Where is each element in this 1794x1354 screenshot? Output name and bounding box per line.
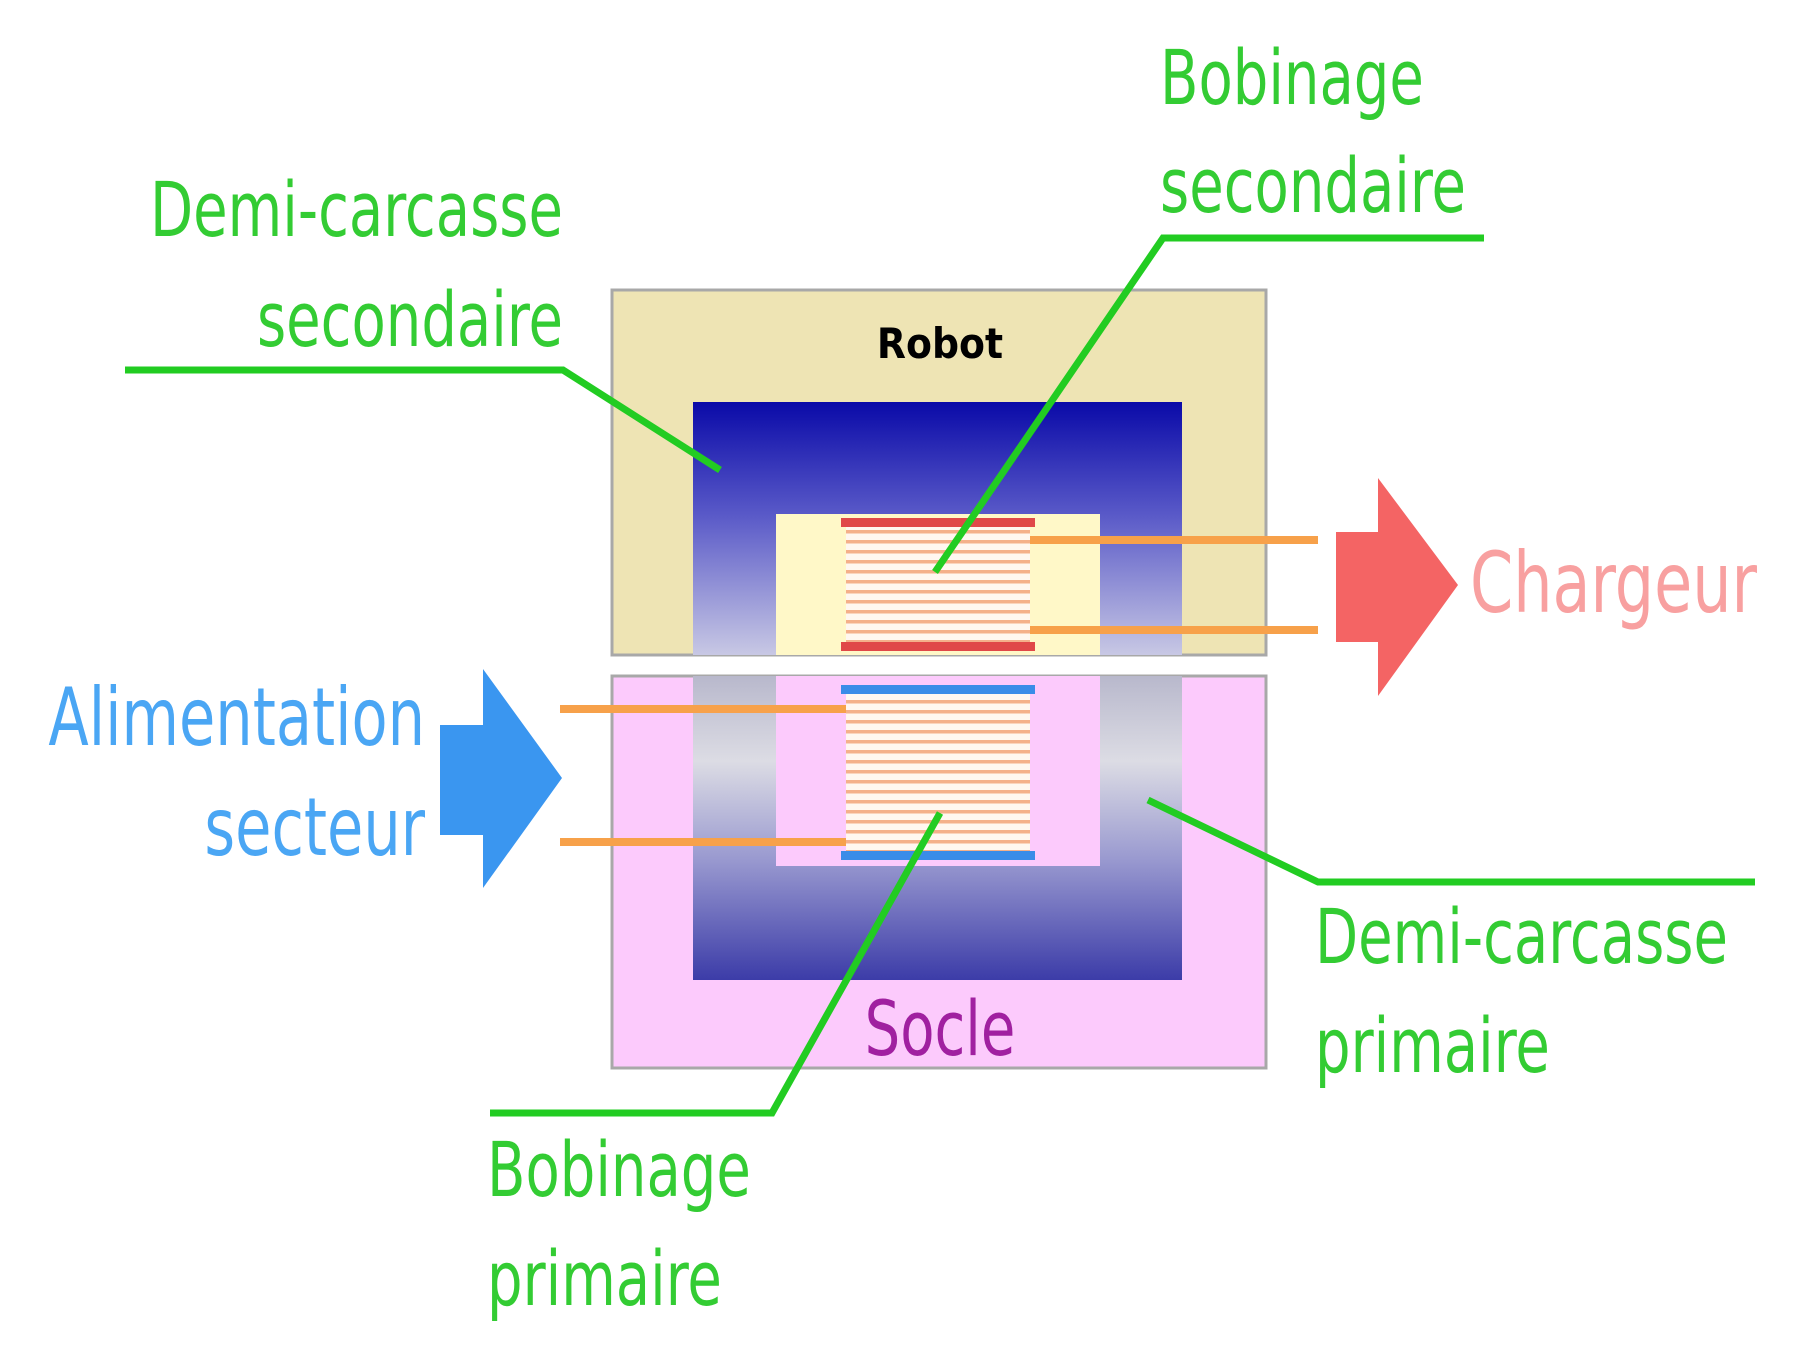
leader-bobinage-secondaire: [932, 234, 1484, 574]
label-bobinage-secondaire-line2: secondaire: [1160, 142, 1466, 231]
secondary-half-core: [693, 402, 1182, 655]
label-demi-carcasse-secondaire-line2: secondaire: [257, 276, 563, 365]
label-demi-carcasse-primaire: Demi-carcasse primaire: [1315, 893, 1728, 1091]
label-demi-carcasse-primaire-line2: primaire: [1315, 1002, 1550, 1091]
secondary-flange-top: [841, 518, 1035, 527]
secondary-flange-bottom: [841, 642, 1035, 651]
label-chargeur-text: Chargeur: [1470, 535, 1758, 632]
primary-flange-bottom: [841, 851, 1035, 860]
label-demi-carcasse-secondaire-line1: Demi-carcasse: [150, 166, 563, 255]
label-bobinage-primaire-line1: Bobinage: [487, 1126, 751, 1215]
label-bobinage-secondaire: Bobinage secondaire: [1160, 34, 1466, 231]
label-bobinage-secondaire-line1: Bobinage: [1160, 34, 1424, 123]
label-chargeur: Chargeur: [1470, 535, 1758, 632]
label-alimentation-secteur-line2: secteur: [204, 782, 425, 875]
primary-half-core: [693, 676, 1182, 980]
secondary-winding: [846, 523, 1030, 648]
label-demi-carcasse-primaire-line1: Demi-carcasse: [1315, 893, 1728, 982]
socle-label: Socle: [865, 985, 1016, 1074]
leader-demi-carcasse-primaire: [1146, 796, 1755, 886]
leader-demi-carcasse-secondaire: [125, 366, 722, 473]
label-bobinage-primaire-line2: primaire: [487, 1235, 722, 1324]
label-bobinage-primaire: Bobinage primaire: [487, 1126, 751, 1324]
chargeur-arrow: [1336, 478, 1458, 696]
label-alimentation-secteur: Alimentation secteur: [48, 672, 426, 875]
primary-flange-top: [841, 685, 1035, 694]
primary-winding: [846, 692, 1030, 852]
leader-bobinage-primaire: [490, 811, 944, 1117]
label-demi-carcasse-secondaire: Demi-carcasse secondaire: [150, 166, 563, 365]
alimentation-arrow: [440, 669, 562, 888]
robot-label: Robot: [877, 319, 1003, 368]
label-alimentation-secteur-line1: Alimentation: [48, 672, 425, 765]
